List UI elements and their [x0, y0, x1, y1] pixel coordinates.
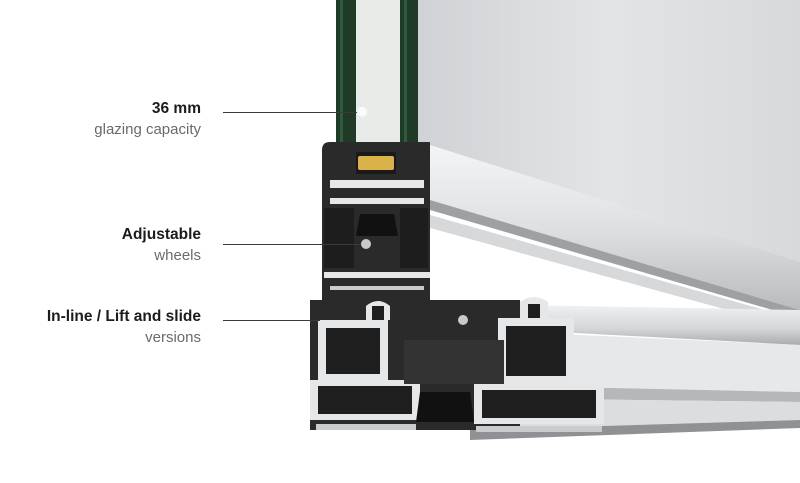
leader-line-glazing — [223, 112, 357, 113]
callout-title: In-line / Lift and slide — [46, 308, 201, 325]
anchor-dot-wheels — [361, 239, 371, 249]
callout-glazing-capacity: 36 mm glazing capacity — [0, 99, 201, 141]
callout-adjustable-wheels: Adjustable wheels — [0, 225, 201, 267]
callout-title: 36 mm — [151, 100, 201, 117]
sash-extrusion — [430, 145, 800, 330]
callout-versions: In-line / Lift and slide versions — [0, 307, 201, 349]
anchor-dot-versions — [458, 315, 468, 325]
callout-subtitle: wheels — [154, 247, 201, 264]
callout-title: Adjustable — [121, 226, 201, 243]
leader-line-wheels — [223, 244, 361, 245]
sash-section — [322, 142, 430, 300]
anchor-dot-glazing — [357, 107, 367, 117]
glass-pane — [336, 0, 800, 265]
frame-section — [310, 297, 604, 432]
leader-line-versions — [223, 320, 320, 321]
callout-subtitle: glazing capacity — [94, 121, 201, 138]
callout-subtitle: versions — [145, 329, 201, 346]
wheel-housing — [356, 214, 398, 236]
spacer-bar — [358, 156, 394, 170]
